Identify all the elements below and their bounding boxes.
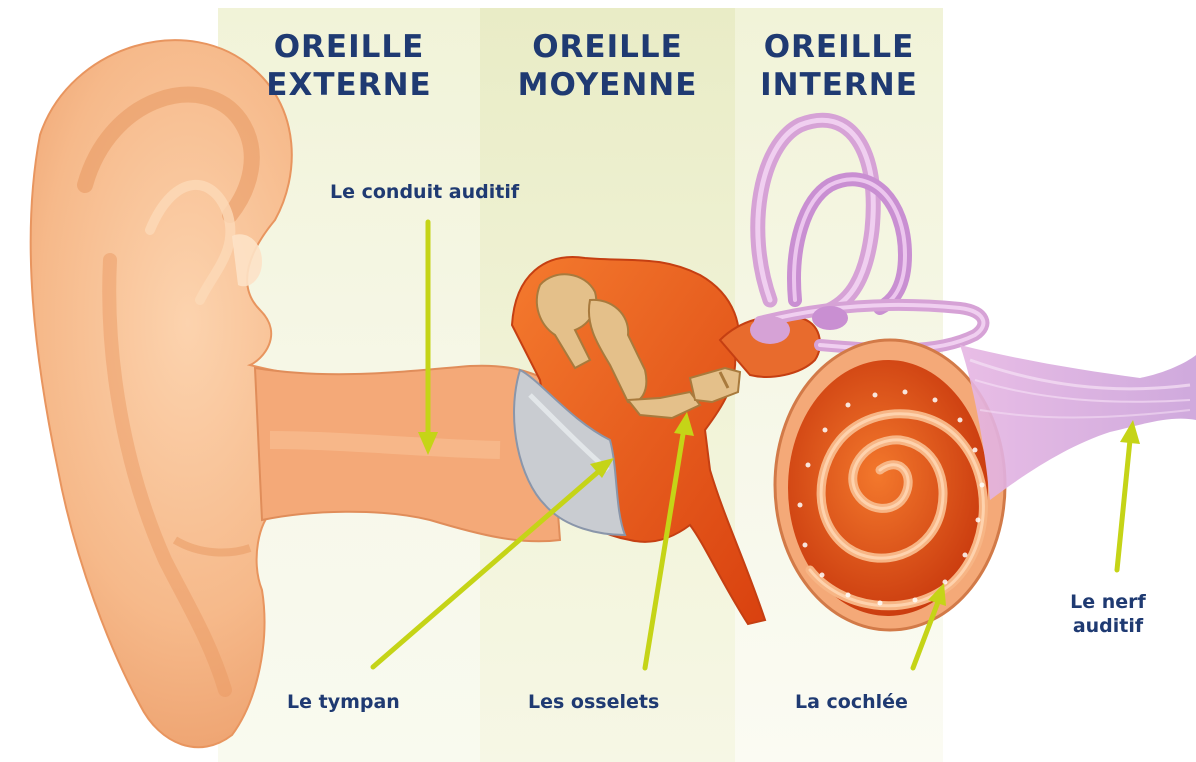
eardrum-label: Le tympan: [287, 690, 400, 714]
ossicles-label: Les osselets: [528, 690, 659, 714]
auditory-nerve-label: Le nerf auditif: [1058, 590, 1158, 638]
cochlea: [775, 340, 1005, 630]
inner-ear-title: OREILLE INTERNE: [735, 28, 943, 104]
semicircular-canals: [758, 120, 984, 349]
arrow-nerve: [1117, 440, 1130, 570]
external-ear-title: OREILLE EXTERNE: [218, 28, 480, 104]
middle-ear-title: OREILLE MOYENNE: [480, 28, 735, 104]
cochlea-label: La cochlée: [795, 690, 908, 714]
ear-canal-label: Le conduit auditif: [330, 180, 519, 204]
